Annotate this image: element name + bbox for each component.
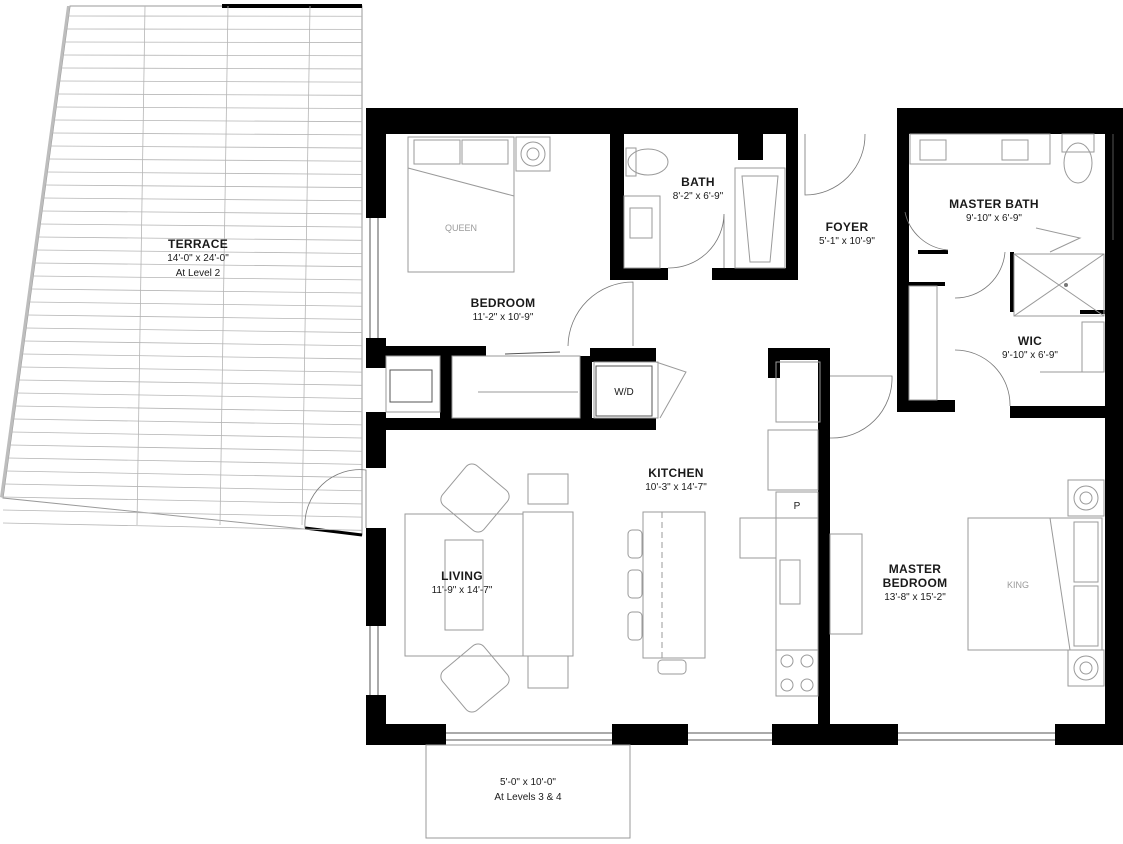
deck-board <box>63 54 363 57</box>
terrace-name: TERRACE <box>168 237 228 251</box>
bath-label: BATH 8'-2" x 6'-9" <box>673 175 724 202</box>
master-bath-fixtures <box>909 133 1105 317</box>
master-bedroom-name-line1: MASTER <box>889 562 941 576</box>
deck-board <box>57 93 363 96</box>
wic-label: WIC 9'-10" x 6'-9" <box>1002 334 1058 361</box>
deck-board <box>13 418 363 426</box>
deck-board <box>2 522 363 531</box>
terrace-deck <box>0 4 363 537</box>
king-bed: KING <box>967 517 1103 651</box>
deck-board <box>15 405 363 413</box>
deck-board <box>33 275 363 281</box>
kitchen-label: KITCHEN 10'-3" x 14'-7" <box>645 466 707 493</box>
master-bedroom-label: MASTER BEDROOM 13'-8" x 15'-2" <box>883 562 948 603</box>
master-bath-name: MASTER BATH <box>949 197 1039 211</box>
balcony-label: 5'-0" x 10'-0" At Levels 3 & 4 <box>494 777 562 803</box>
deck-board <box>49 158 363 162</box>
wic-dims: 9'-10" x 6'-9" <box>1002 350 1058 361</box>
bath-name: BATH <box>681 175 715 189</box>
deck-seam <box>301 5 311 526</box>
foyer-name: FOYER <box>826 220 869 234</box>
deck-board <box>20 366 363 373</box>
bath-fixtures <box>623 147 786 269</box>
master-bedroom-dims: 13'-8" x 15'-2" <box>884 592 946 603</box>
master-bath-dims: 9'-10" x 6'-9" <box>966 213 1022 224</box>
balcony-dims: 5'-0" x 10'-0" <box>500 777 556 788</box>
deck-board <box>43 197 363 202</box>
deck-board <box>65 41 363 43</box>
deck-board <box>45 184 363 188</box>
deck-board <box>27 314 363 320</box>
deck-board <box>29 301 363 307</box>
living-label: LIVING 11'-9" x 14'-7" <box>432 569 493 596</box>
wic-name: WIC <box>1018 334 1042 348</box>
deck-board <box>26 327 363 333</box>
deck-board <box>42 210 363 215</box>
bedroom-closet <box>385 351 581 419</box>
living-dims: 11'-9" x 14'-7" <box>432 585 493 596</box>
deck-board <box>38 236 363 241</box>
deck-seam <box>136 5 146 526</box>
living-furniture <box>404 463 574 713</box>
bedroom-name: BEDROOM <box>471 296 536 310</box>
nightstand-lamp <box>515 136 551 172</box>
terrace-label: TERRACE 14'-0" x 24'-0" At Level 2 <box>167 237 229 279</box>
kitchen-fixtures: P <box>739 361 821 697</box>
bedroom-dims: 11'-2" x 10'-9" <box>473 312 534 323</box>
foyer-dims: 5'-1" x 10'-9" <box>819 236 875 247</box>
windows <box>369 134 1114 741</box>
doors <box>304 133 1011 529</box>
pantry-label: P <box>794 501 801 512</box>
bath-dims: 8'-2" x 6'-9" <box>673 191 724 202</box>
queen-bed-label: QUEEN <box>445 223 477 233</box>
washer-dryer: W/D <box>593 361 687 419</box>
deck-board <box>50 145 363 149</box>
deck-seam <box>219 5 229 526</box>
kitchen-name: KITCHEN <box>648 466 703 480</box>
foyer-label: FOYER 5'-1" x 10'-9" <box>819 220 875 247</box>
queen-bed: QUEEN <box>407 136 515 273</box>
deck-board <box>17 392 363 399</box>
kitchen-island <box>627 511 706 675</box>
deck-board <box>34 262 363 268</box>
deck-board <box>52 132 363 136</box>
deck-board <box>59 80 363 83</box>
deck-board <box>24 340 363 347</box>
master-nightstands <box>1067 479 1105 687</box>
deck-board <box>31 288 363 294</box>
deck-board <box>40 223 363 228</box>
deck-board <box>54 119 363 123</box>
bedroom-label: BEDROOM 11'-2" x 10'-9" <box>471 296 536 323</box>
deck-board <box>61 67 363 70</box>
master-dresser <box>829 533 863 635</box>
king-bed-label: KING <box>1007 580 1029 590</box>
kitchen-dims: 10'-3" x 14'-7" <box>645 482 707 493</box>
living-name: LIVING <box>441 569 483 583</box>
deck-board <box>47 171 363 175</box>
washer-dryer-label: W/D <box>614 387 633 398</box>
deck-board <box>36 249 363 254</box>
walls <box>366 108 1123 745</box>
terrace-dims: 14'-0" x 24'-0" <box>167 253 229 264</box>
master-bath-label: MASTER BATH 9'-10" x 6'-9" <box>949 197 1039 224</box>
deck-board <box>19 379 363 386</box>
deck-board <box>56 106 363 109</box>
wic-shelving <box>908 285 1105 401</box>
deck-board <box>22 353 363 360</box>
terrace-note: At Level 2 <box>176 268 221 279</box>
balcony <box>425 744 631 839</box>
balcony-note: At Levels 3 & 4 <box>494 792 562 803</box>
master-bedroom-name-line2: BEDROOM <box>883 576 948 590</box>
